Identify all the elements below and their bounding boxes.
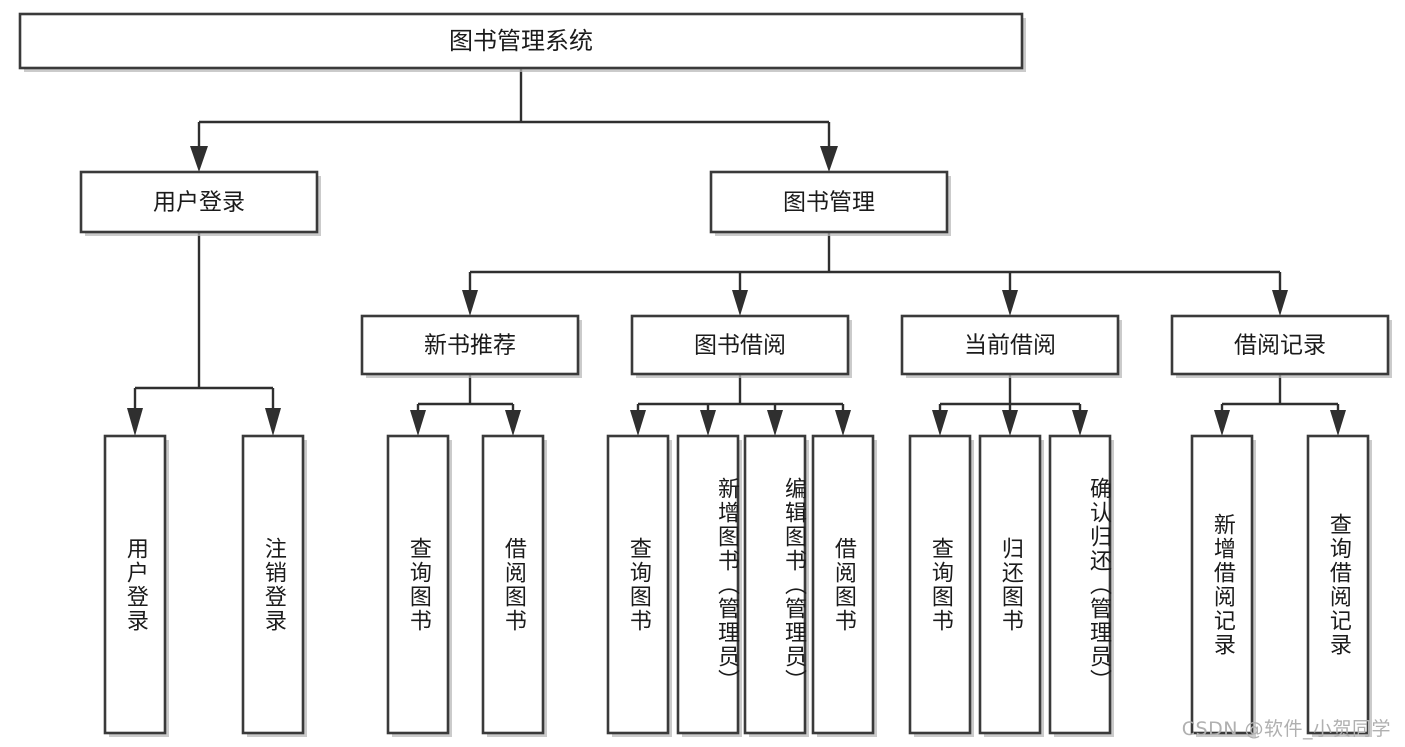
- connector-group-root: [190, 68, 838, 172]
- arrow-to-leaf-borrow-book-1: [505, 410, 521, 436]
- node-current-borrow-box[interactable]: [900, 314, 1120, 376]
- arrow-to-current-borrow: [1002, 290, 1018, 316]
- arrow-to-leaf-add-record: [1214, 410, 1230, 436]
- arrow-to-leaf-query-record: [1330, 410, 1346, 436]
- node-new-book-rec[interactable]: 新书推荐: [360, 314, 582, 378]
- node-current-borrow-label: 当前借阅: [964, 333, 1056, 359]
- leaf-add-book-box[interactable]: [676, 434, 740, 735]
- connector-group-book-borrow: [630, 374, 851, 436]
- node-user-login-box[interactable]: [79, 170, 319, 234]
- node-borrow-record[interactable]: 借阅记录: [1170, 314, 1392, 378]
- node-new-book-rec-box[interactable]: [360, 314, 580, 376]
- node-current-borrow[interactable]: 当前借阅: [900, 314, 1122, 378]
- node-user-login-label: 用户登录: [153, 190, 245, 216]
- leaf-borrow-book-2-box[interactable]: [811, 434, 875, 735]
- arrow-to-leaf-add-book: [700, 410, 716, 436]
- node-root-box[interactable]: [18, 12, 1024, 70]
- arrow-to-leaf-edit-book: [767, 410, 783, 436]
- arrow-to-leaf-query-book-2: [630, 410, 646, 436]
- leaf-confirm-return-box[interactable]: [1048, 434, 1112, 735]
- node-book-borrow[interactable]: 图书借阅: [630, 314, 852, 378]
- node-user-login[interactable]: 用户登录: [79, 170, 321, 236]
- node-book-manage-label: 图书管理: [783, 190, 875, 216]
- csdn-watermark: CSDN @软件_小贺同学: [1181, 718, 1391, 740]
- arrow-to-new-book-rec: [462, 290, 478, 316]
- arrow-to-borrow-record: [1272, 290, 1288, 316]
- leaf-boxes: [103, 434, 1372, 737]
- arrow-to-leaf-user-login: [127, 408, 143, 436]
- node-new-book-rec-label: 新书推荐: [424, 333, 516, 359]
- arrow-to-leaf-query-book-3: [932, 410, 948, 436]
- node-root[interactable]: 图书管理系统: [18, 12, 1026, 72]
- leaf-return-book-box[interactable]: [978, 434, 1042, 735]
- arrow-to-leaf-borrow-book-2: [835, 410, 851, 436]
- arrow-to-book-borrow: [732, 290, 748, 316]
- leaf-borrow-book-1-box[interactable]: [481, 434, 545, 735]
- node-book-borrow-box[interactable]: [630, 314, 850, 376]
- leaf-user-login-box[interactable]: [103, 434, 167, 735]
- node-book-manage[interactable]: 图书管理: [709, 170, 951, 236]
- leaf-query-book-2-box[interactable]: [606, 434, 670, 735]
- leaf-add-record-box[interactable]: [1190, 434, 1254, 735]
- connector-group-user-login: [127, 232, 281, 436]
- leaf-edit-book-box[interactable]: [743, 434, 807, 735]
- node-borrow-record-label: 借阅记录: [1234, 333, 1326, 359]
- arrow-root-to-user-login: [190, 146, 208, 172]
- connector-group-new-book-rec: [410, 374, 521, 436]
- node-book-manage-box[interactable]: [709, 170, 949, 234]
- node-book-borrow-label: 图书借阅: [694, 333, 786, 359]
- connector-group-book-manage: [462, 232, 1288, 316]
- arrow-to-leaf-confirm-return: [1072, 410, 1088, 436]
- connector-group-borrow-record: [1214, 374, 1346, 436]
- node-root-label: 图书管理系统: [449, 27, 593, 55]
- node-borrow-record-box[interactable]: [1170, 314, 1390, 376]
- arrow-root-to-book-manage: [820, 146, 838, 172]
- connector-group-current-borrow: [932, 374, 1088, 436]
- leaf-query-book-3-box[interactable]: [908, 434, 972, 735]
- leaf-user-logout-box[interactable]: [241, 434, 305, 735]
- leaf-query-record-box[interactable]: [1306, 434, 1370, 735]
- arrow-to-leaf-user-logout: [265, 408, 281, 436]
- arrow-to-leaf-return-book: [1002, 410, 1018, 436]
- arrow-to-leaf-query-book-1: [410, 410, 426, 436]
- leaf-query-book-1-box[interactable]: [386, 434, 450, 735]
